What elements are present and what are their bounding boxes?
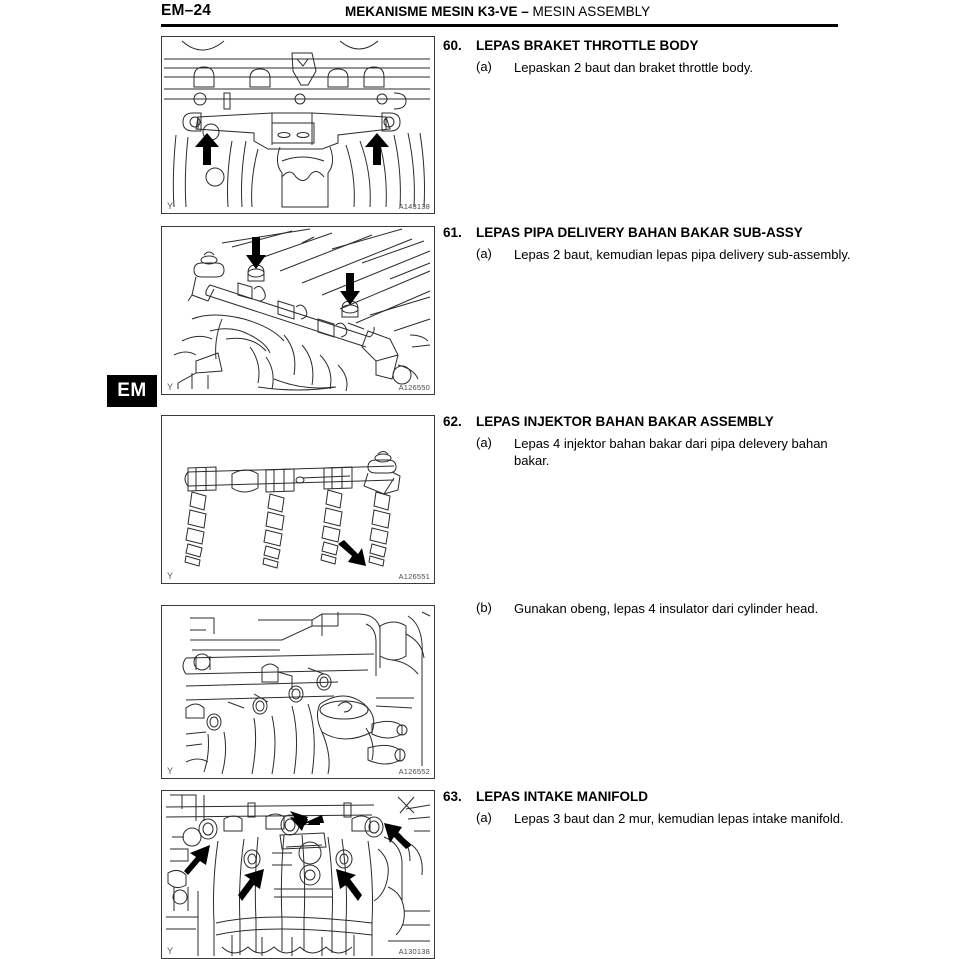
substep-text: Lepas 2 baut, kemudian lepas pipa delive… bbox=[514, 247, 851, 262]
page-title-bold: MEKANISME MESIN K3-VE bbox=[345, 4, 518, 19]
figure-throttle-body-bracket: Y A143138 bbox=[161, 36, 435, 214]
annotation-arrows bbox=[195, 133, 389, 165]
step-title: LEPAS BRAKET THROTTLE BODY bbox=[476, 38, 699, 53]
step-title: LEPAS PIPA DELIVERY BAHAN BAKAR SUB-ASSY bbox=[476, 225, 803, 240]
step-number: 61. bbox=[443, 225, 462, 240]
page-title-subtitle: MESIN ASSEMBLY bbox=[532, 4, 651, 19]
section-tab-label: EM bbox=[117, 380, 147, 401]
substep-label: (a) bbox=[476, 435, 492, 450]
substep: (a) Lepas 4 injektor bahan bakar dari pi… bbox=[443, 435, 859, 469]
figure-y-label: Y bbox=[167, 382, 174, 392]
figure-injector-insulator: Y A126552 bbox=[161, 605, 435, 779]
substep: (a) Lepas 2 baut, kemudian lepas pipa de… bbox=[443, 246, 859, 263]
figure-code: A126551 bbox=[398, 572, 430, 581]
step-61: 61. LEPAS PIPA DELIVERY BAHAN BAKAR SUB-… bbox=[443, 225, 859, 263]
substep: (b) Gunakan obeng, lepas 4 insulator dar… bbox=[443, 600, 859, 617]
page-title-separator: – bbox=[517, 4, 533, 19]
figure-y-label: Y bbox=[167, 946, 174, 956]
intake-manifold-drawing bbox=[165, 794, 431, 956]
step-number: 63. bbox=[443, 789, 462, 804]
substep-label: (a) bbox=[476, 246, 492, 261]
step-number: 62. bbox=[443, 414, 462, 429]
annotation-arrows bbox=[246, 237, 360, 305]
figure-intake-manifold: Y A130138 bbox=[161, 790, 435, 959]
annotation-arrows bbox=[338, 540, 366, 566]
step-title: LEPAS INTAKE MANIFOLD bbox=[476, 789, 648, 804]
substep-label: (a) bbox=[476, 810, 492, 825]
step-62-b: (b) Gunakan obeng, lepas 4 insulator dar… bbox=[443, 600, 859, 617]
substep: (a) Lepas 3 baut dan 2 mur, kemudian lep… bbox=[443, 810, 859, 827]
figure-fuel-injector-assembly: Y A126551 bbox=[161, 415, 435, 584]
figure-code: A126552 bbox=[398, 767, 430, 776]
throttle-body-bracket-drawing bbox=[164, 40, 430, 208]
step-60: 60. LEPAS BRAKET THROTTLE BODY (a) Lepas… bbox=[443, 38, 859, 76]
substep-label: (b) bbox=[476, 600, 492, 615]
substep-text: Lepas 3 baut dan 2 mur, kemudian lepas i… bbox=[514, 811, 844, 826]
step-number: 60. bbox=[443, 38, 462, 53]
injector-insulator-drawing bbox=[182, 611, 431, 775]
figure-code: A130138 bbox=[398, 947, 430, 956]
figure-y-label: Y bbox=[167, 571, 174, 581]
page-number: EM–24 bbox=[161, 2, 212, 19]
fuel-delivery-pipe-drawing bbox=[173, 228, 431, 392]
section-tab-em: EM bbox=[107, 375, 157, 407]
figure-y-label: Y bbox=[167, 766, 174, 776]
figure-code: A143138 bbox=[398, 202, 430, 211]
substep-text: Gunakan obeng, lepas 4 insulator dari cy… bbox=[514, 601, 819, 616]
substep-text: Lepas 4 injektor bahan bakar dari pipa d… bbox=[514, 436, 828, 468]
step-63: 63. LEPAS INTAKE MANIFOLD (a) Lepas 3 ba… bbox=[443, 789, 859, 827]
header-divider bbox=[161, 24, 838, 27]
figure-code: A126550 bbox=[398, 383, 430, 392]
substep-text: Lepaskan 2 baut dan braket throttle body… bbox=[514, 60, 753, 75]
page-header: EM–24 MEKANISME MESIN K3-VE – MESIN ASSE… bbox=[0, 0, 957, 32]
figure-fuel-delivery-pipe: Y A126550 bbox=[161, 226, 435, 395]
annotation-arrows bbox=[184, 811, 412, 901]
page-title: MEKANISME MESIN K3-VE – MESIN ASSEMBLY bbox=[345, 4, 650, 19]
substep: (a) Lepaskan 2 baut dan braket throttle … bbox=[443, 59, 859, 76]
fuel-injector-assembly-drawing bbox=[184, 451, 401, 569]
figure-y-label: Y bbox=[167, 201, 174, 211]
step-title: LEPAS INJEKTOR BAHAN BAKAR ASSEMBLY bbox=[476, 414, 774, 429]
substep-label: (a) bbox=[476, 59, 492, 74]
step-62: 62. LEPAS INJEKTOR BAHAN BAKAR ASSEMBLY … bbox=[443, 414, 859, 469]
